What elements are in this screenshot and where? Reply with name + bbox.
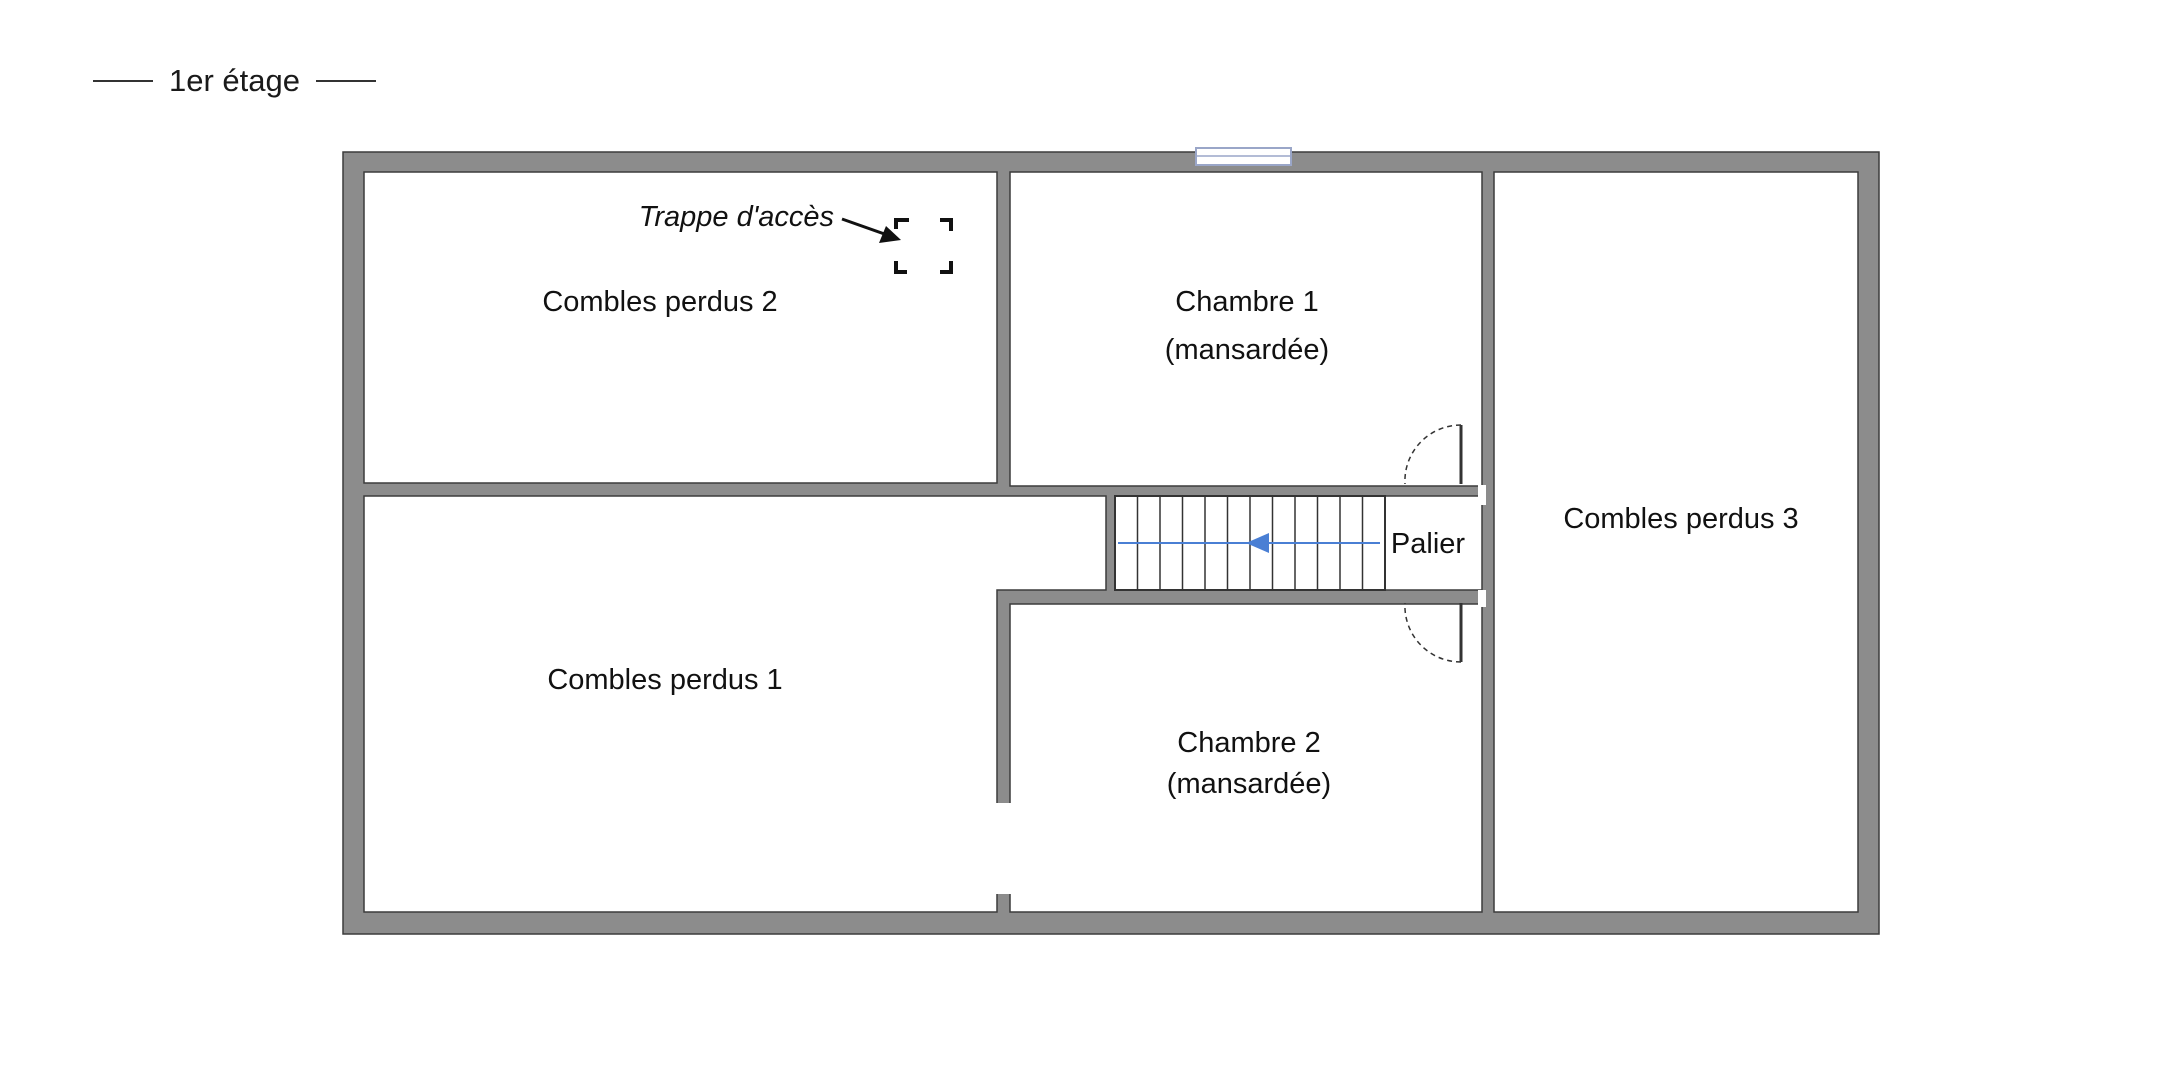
room-label-chambre-2: Chambre 2 xyxy=(1177,727,1320,759)
room-label-combles-perdus-3: Combles perdus 3 xyxy=(1563,503,1798,535)
door-swing-chambre-1 xyxy=(1404,424,1463,485)
room-label-combles-perdus-1: Combles perdus 1 xyxy=(547,664,782,696)
stair-direction-arrow xyxy=(1246,533,1269,553)
room-label-combles-perdus-2: Combles perdus 2 xyxy=(542,286,777,318)
room-label-chambre-2-note: (mansardée) xyxy=(1167,768,1331,800)
walls xyxy=(342,151,1880,935)
room-label-chambre-1-note: (mansardée) xyxy=(1165,334,1329,366)
door-gap-chambre-1 xyxy=(1478,485,1486,505)
annotation-trappe-acces: Trappe d'accès xyxy=(639,201,834,233)
window xyxy=(1195,147,1292,166)
floor-label-rule-left xyxy=(93,80,153,82)
door-gap-combles-1 xyxy=(995,803,1012,894)
door-gap-chambre-2 xyxy=(1478,590,1486,607)
access-hatch-icon xyxy=(894,218,953,274)
room-label-chambre-1: Chambre 1 xyxy=(1175,286,1318,318)
floor-label-rule-right xyxy=(316,80,376,82)
room-label-palier: Palier xyxy=(1391,528,1465,560)
floor-label-text: 1er étage xyxy=(169,63,300,98)
door-swing-chambre-2 xyxy=(1404,602,1463,663)
floor-label: 1er étage xyxy=(93,58,376,104)
staircase xyxy=(1114,495,1386,591)
hatch-pointer-arrow xyxy=(841,217,901,243)
